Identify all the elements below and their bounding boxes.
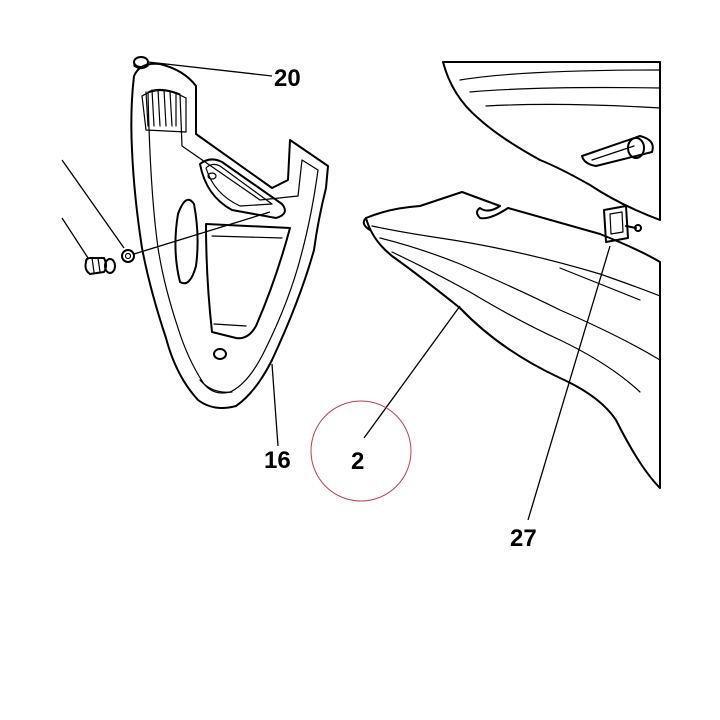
- leader-16: [271, 363, 279, 447]
- bolt-and-washer: [84, 211, 271, 275]
- leader-washer: [61, 159, 125, 249]
- leader-lines: [61, 61, 611, 521]
- callout-27: 27: [510, 525, 537, 552]
- grip-ribs: [141, 89, 187, 133]
- leader-2: [363, 305, 461, 439]
- highlight-circle: [310, 400, 412, 502]
- bracket-part-16: [130, 62, 329, 409]
- leader-20: [147, 61, 273, 77]
- body-panel: [442, 61, 661, 221]
- nut-part-20: [133, 56, 149, 70]
- leader-bolt: [61, 217, 89, 259]
- callout-20: 20: [274, 65, 301, 92]
- callout-2: 2: [351, 448, 364, 475]
- leader-27: [527, 245, 611, 521]
- callout-16: 16: [264, 447, 291, 474]
- side-panel-part-2: [362, 191, 661, 489]
- clip-part-27: [603, 205, 642, 243]
